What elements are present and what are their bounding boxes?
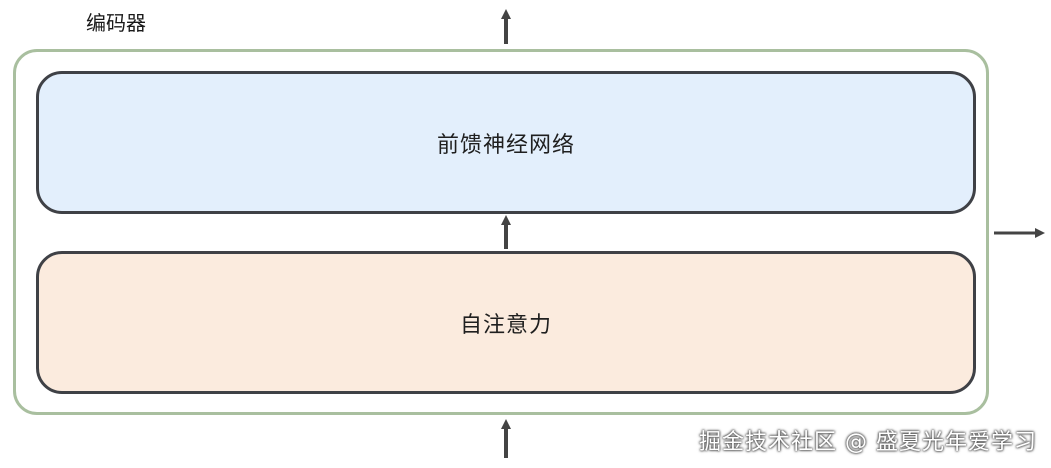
watermark: 掘金技术社区 @ 盛夏光年爱学习: [699, 430, 1037, 455]
feed-forward-layer: 前馈神经网络: [36, 71, 976, 214]
self-attention-layer: 自注意力: [36, 251, 976, 394]
encoder-label: 编码器: [86, 11, 146, 35]
self-attention-label: 自注意力: [459, 312, 552, 338]
feed-forward-label: 前馈神经网络: [436, 132, 575, 158]
